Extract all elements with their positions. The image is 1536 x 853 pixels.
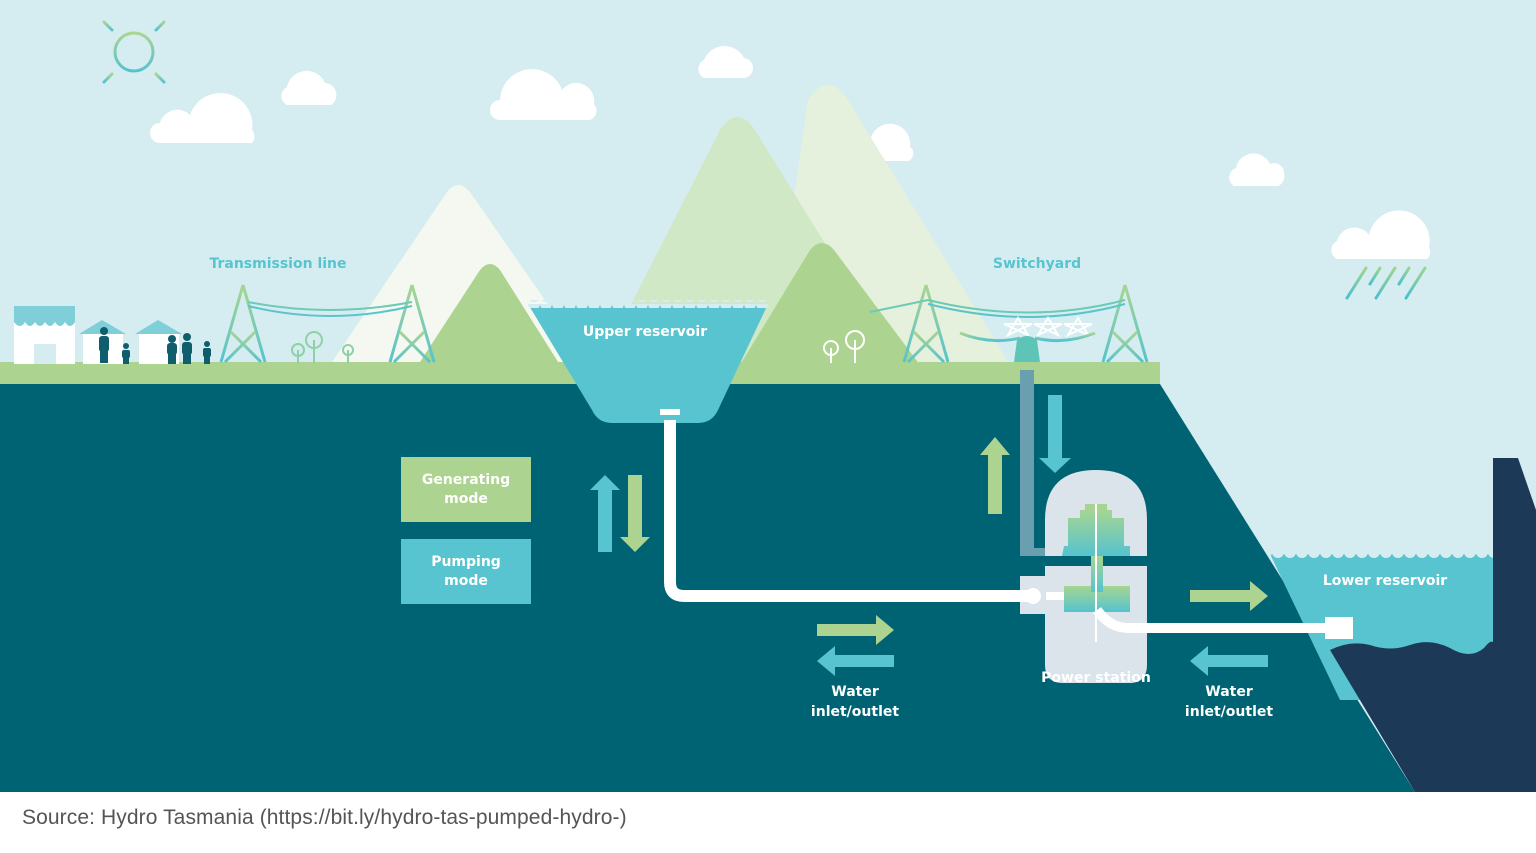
person-icon bbox=[122, 343, 130, 364]
pumping-left-arrow bbox=[817, 646, 894, 676]
generating-up-arrow bbox=[980, 437, 1010, 514]
transmission-line-wires bbox=[247, 299, 1126, 318]
shop-icon bbox=[14, 306, 75, 364]
tailrace-pipe bbox=[1092, 606, 1330, 633]
legend-generating-swatch bbox=[401, 457, 531, 522]
lower-reservoir-label: Lower reservoir bbox=[1323, 573, 1447, 589]
pumping-left-arrow bbox=[1190, 646, 1268, 676]
person-icon bbox=[203, 341, 211, 364]
person-icon bbox=[167, 335, 177, 364]
hill-left bbox=[418, 264, 560, 365]
legend-generating-label-2: mode bbox=[444, 491, 488, 507]
lower-reservoir-waves bbox=[1270, 550, 1494, 558]
pumped-hydro-diagram: Transmission line Switchyard Upper reser… bbox=[0, 0, 1536, 792]
water-inlet-left-label-1: Water bbox=[831, 684, 879, 700]
cloud-icon bbox=[150, 93, 255, 143]
lower-outlet bbox=[1325, 617, 1353, 639]
source-caption: Source: Hydro Tasmania (https://bit.ly/h… bbox=[22, 806, 627, 829]
rain-cloud-icon bbox=[1331, 210, 1431, 300]
transmission-line-label: Transmission line bbox=[209, 256, 346, 272]
power-station-label: Power station bbox=[1041, 670, 1151, 686]
upper-intake bbox=[660, 409, 680, 415]
pipe-valve bbox=[1025, 588, 1041, 604]
legend-generating-label-1: Generating bbox=[422, 472, 510, 488]
generating-right-arrow bbox=[817, 615, 894, 645]
person-icon bbox=[99, 327, 109, 363]
legend-pumping-label-2: mode bbox=[444, 573, 488, 589]
switchyard-label: Switchyard bbox=[993, 256, 1081, 272]
generating-right-arrow bbox=[1190, 581, 1268, 611]
upper-reservoir-waves bbox=[528, 300, 768, 308]
upper-reservoir bbox=[528, 304, 768, 423]
person-icon bbox=[182, 333, 192, 364]
water-inlet-right-label-1: Water bbox=[1205, 684, 1253, 700]
hill-right bbox=[740, 243, 920, 365]
generating-down-arrow bbox=[620, 475, 650, 552]
transmission-tower-icon bbox=[1099, 284, 1151, 364]
switchyard-equipment bbox=[958, 316, 1097, 362]
power-station bbox=[1020, 470, 1147, 683]
dam-icon bbox=[1330, 458, 1536, 792]
cloud-icon bbox=[281, 70, 337, 105]
upper-reservoir-label: Upper reservoir bbox=[583, 324, 707, 340]
cable-shaft bbox=[1020, 370, 1050, 556]
pumping-up-arrow bbox=[590, 475, 620, 552]
transmission-tower-icon bbox=[217, 284, 269, 364]
cloud-icon bbox=[698, 46, 754, 79]
penstock-pipe bbox=[664, 420, 1030, 602]
pumping-down-arrow bbox=[1039, 395, 1071, 473]
cloud-icon bbox=[1229, 153, 1285, 186]
water-inlet-left-label-2: inlet/outlet bbox=[811, 704, 899, 720]
sun-icon bbox=[91, 9, 178, 96]
pipe-segment bbox=[1046, 592, 1064, 600]
tree-icon bbox=[823, 330, 865, 363]
transmission-tower-icon bbox=[900, 284, 952, 364]
tree-icon bbox=[291, 331, 354, 363]
transmission-tower-icon bbox=[386, 284, 438, 364]
cloud-icon bbox=[490, 69, 597, 120]
legend-pumping-label-1: Pumping bbox=[431, 554, 501, 570]
legend-pumping-swatch bbox=[401, 539, 531, 604]
water-inlet-right-label-2: inlet/outlet bbox=[1185, 704, 1273, 720]
